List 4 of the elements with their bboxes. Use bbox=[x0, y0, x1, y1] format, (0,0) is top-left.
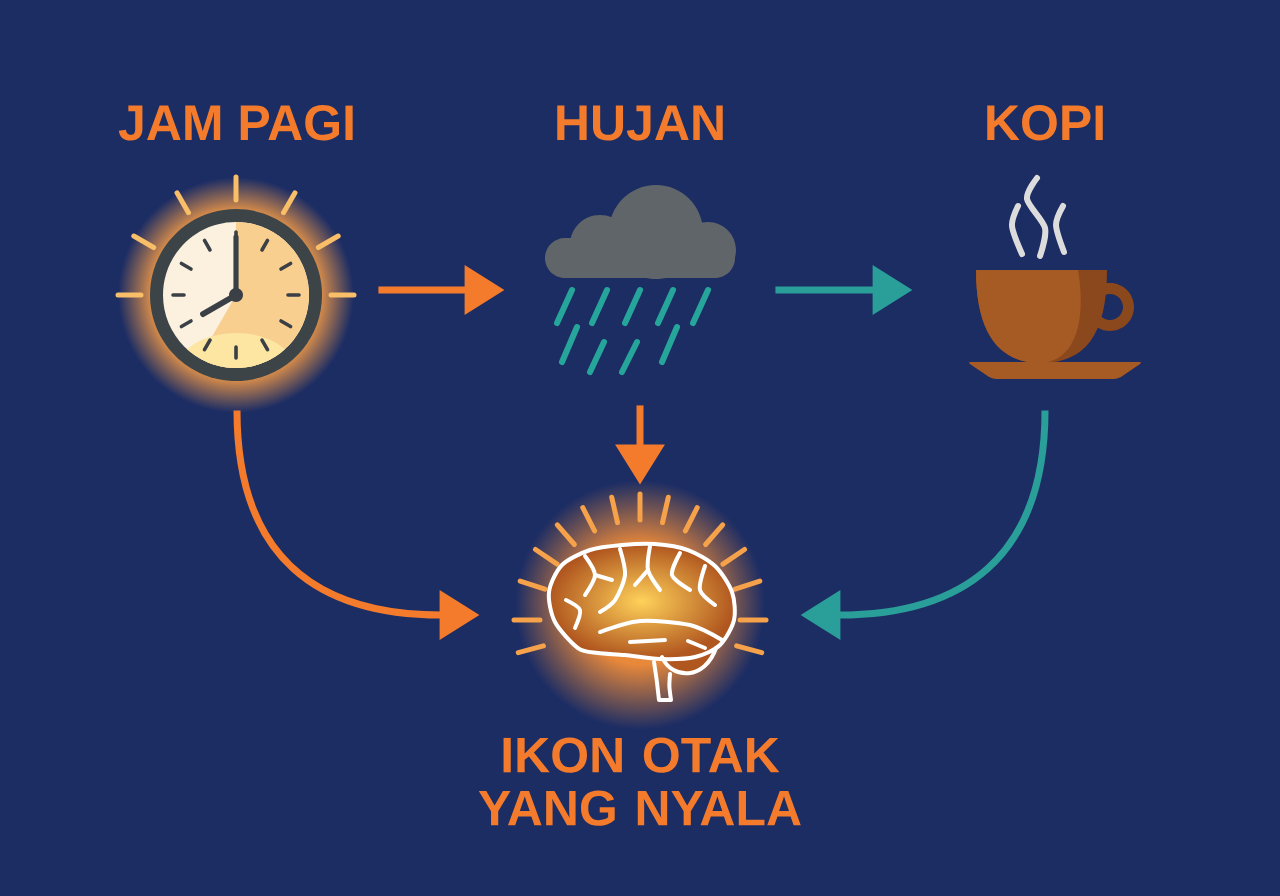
heading: JAM PAGI bbox=[118, 105, 353, 141]
heading: KOPI bbox=[987, 105, 1103, 141]
heading: HUJAN bbox=[557, 105, 723, 141]
heading: IKON OTAK YANG NYALA bbox=[478, 737, 801, 826]
